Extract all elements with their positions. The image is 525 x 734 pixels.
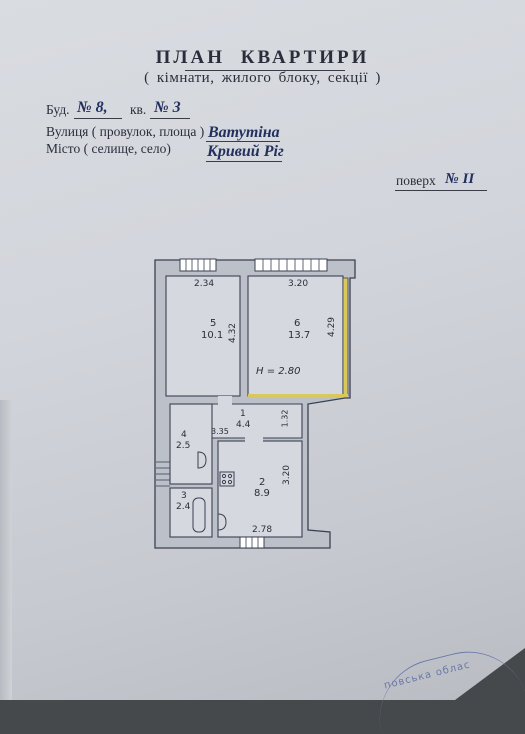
room-1-number: 1 xyxy=(240,409,246,419)
apartment-label: кв. xyxy=(130,102,147,117)
apartment-number: № 3 xyxy=(154,99,181,116)
room-3-floor xyxy=(169,487,213,538)
room-6-number: 6 xyxy=(294,318,301,329)
stove-icon xyxy=(219,471,235,487)
room-2-area: 8.9 xyxy=(254,488,270,499)
building-number: № 8, xyxy=(77,99,108,116)
sink-icon xyxy=(217,513,227,531)
room-1-width: 3.35 xyxy=(211,427,229,436)
city-label: Місто ( селище, село) xyxy=(46,141,171,156)
street-label: Вулиця ( провулок, площа ) xyxy=(46,124,205,139)
document-subtitle: ( кімнати, жилого блоку, секції ) xyxy=(144,70,381,86)
room-6-width: 3.20 xyxy=(288,279,309,289)
wall-accent-bottom xyxy=(248,394,348,397)
door-room-1-to-2 xyxy=(245,437,263,442)
street-underline xyxy=(206,141,280,142)
room-6-length: 4.29 xyxy=(327,316,338,338)
door-room-1-to-5 xyxy=(218,396,232,405)
ceiling-height: Н = 2.80 xyxy=(256,366,301,377)
room-3-number: 3 xyxy=(181,491,187,501)
title-underline xyxy=(185,70,345,71)
room-5-number: 5 xyxy=(210,318,217,329)
document-title: ПЛАН КВАРТИРИ xyxy=(155,47,370,68)
room-1-area: 4.4 xyxy=(236,420,251,430)
floor-plan xyxy=(154,258,356,549)
apartment-underline xyxy=(150,118,190,119)
window-room-6 xyxy=(254,258,328,272)
building-label: Буд. xyxy=(46,102,70,117)
city-underline xyxy=(206,161,282,162)
floor-label: поверх xyxy=(396,173,436,188)
toilet-icon xyxy=(197,451,207,469)
bathtub-icon xyxy=(192,497,206,533)
room-2-width: 2.78 xyxy=(252,525,273,535)
room-3-area: 2.4 xyxy=(176,502,191,512)
room-4-area: 2.5 xyxy=(176,441,191,451)
room-5-area: 10.1 xyxy=(201,330,224,341)
floor-underline xyxy=(395,190,487,191)
room-2-length: 3.20 xyxy=(282,464,293,486)
room-6-area: 13.7 xyxy=(288,330,311,341)
city-value: Кривий Ріг xyxy=(207,143,284,160)
room-1-length: 1.32 xyxy=(280,409,290,428)
wall-accent xyxy=(342,277,349,397)
room-5-length: 4.32 xyxy=(228,322,239,344)
room-5-floor xyxy=(165,275,241,397)
room-2-number: 2 xyxy=(259,477,266,488)
room-4-number: 4 xyxy=(181,430,187,440)
paper-edge xyxy=(0,400,12,700)
floor-value: № II xyxy=(445,171,475,187)
room-2-floor xyxy=(217,440,303,538)
room-4-floor xyxy=(169,403,213,485)
room-5-width: 2.34 xyxy=(194,279,215,289)
street-value: Ватутіна xyxy=(208,124,280,141)
building-underline xyxy=(74,118,122,119)
